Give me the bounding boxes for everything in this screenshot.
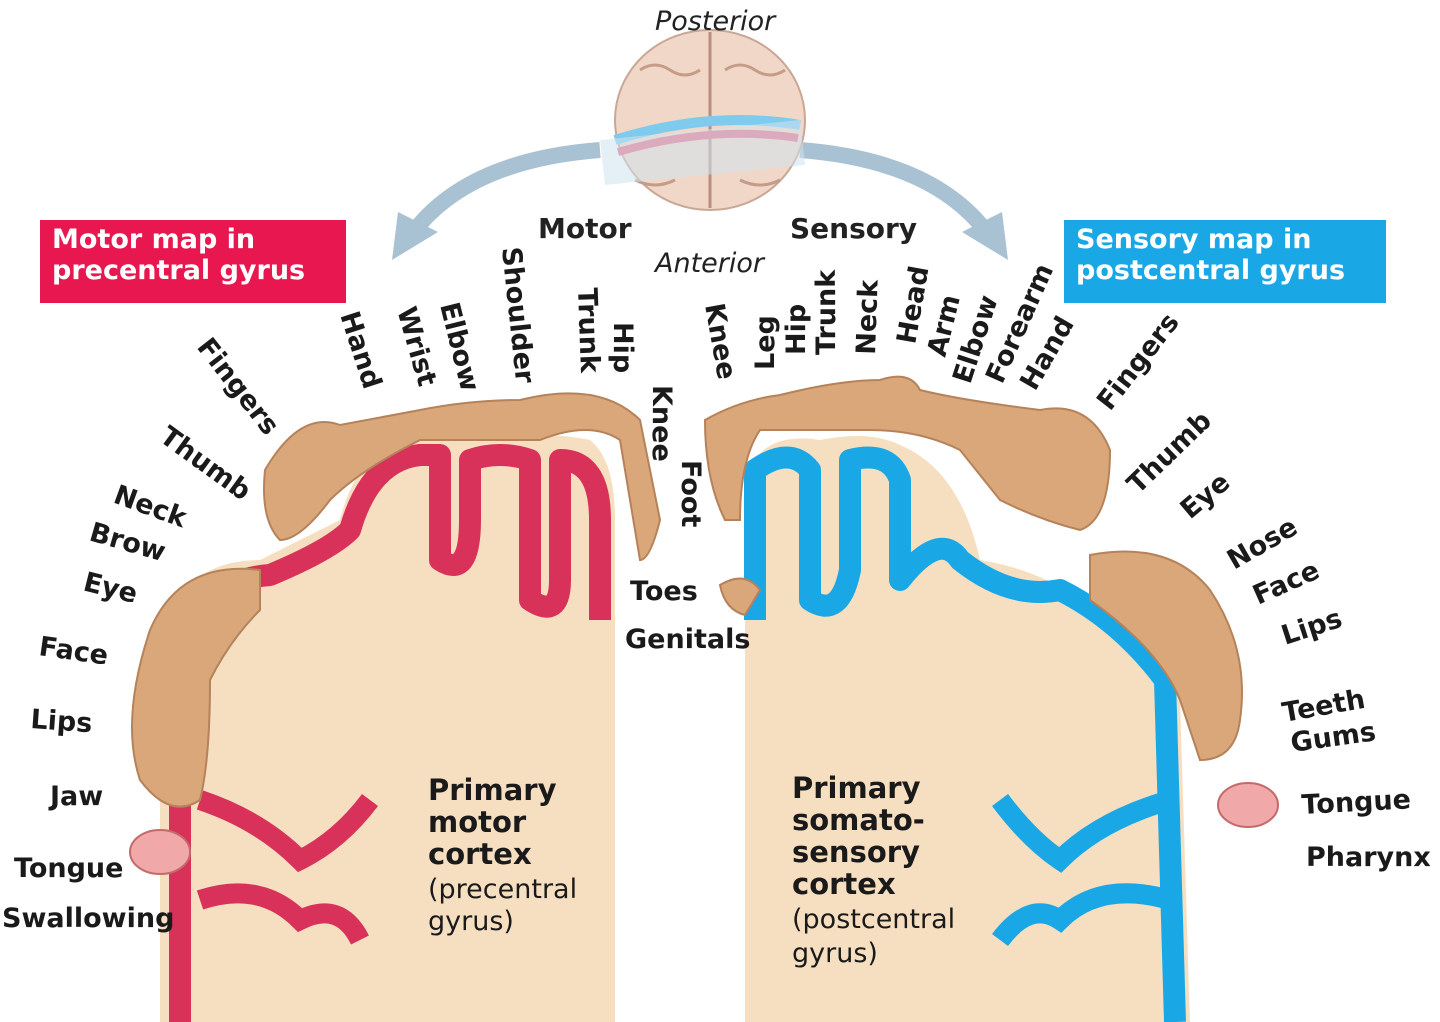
sensory-map-line1: Sensory map in xyxy=(1076,224,1311,255)
sensory-arrow-head xyxy=(962,212,1008,260)
sensory-cortex-label-1: Primary xyxy=(792,771,921,805)
motor-label-face: Face xyxy=(37,631,110,671)
sensory-label-fingers: Fingers xyxy=(1091,307,1186,416)
motor-label-knee: Knee xyxy=(646,385,677,462)
motor-map-line1: Motor map in xyxy=(52,224,255,255)
sensory-cortex-label-5: (postcentral xyxy=(792,904,955,935)
motor-cortex-section xyxy=(160,435,615,1022)
motor-arrow xyxy=(408,142,601,236)
sensory-heading: Sensory xyxy=(790,212,917,245)
anterior-label: Anterior xyxy=(653,248,766,279)
sensory-cortex-label-6: gyrus) xyxy=(792,938,878,969)
motor-label-shoulder: Shoulder xyxy=(495,245,540,385)
motor-cortex-label-3: cortex xyxy=(428,837,532,871)
sensory-label-knee: Knee xyxy=(698,301,742,382)
motor-label-lips: Lips xyxy=(30,704,94,739)
motor-label-swallowing: Swallowing xyxy=(2,903,174,934)
sensory-label-tongue: Tongue xyxy=(1301,784,1412,821)
posterior-label: Posterior xyxy=(655,6,777,37)
sensory-map-line2: postcentral gyrus xyxy=(1076,255,1345,286)
motor-arrow-head xyxy=(392,212,438,260)
sensory-homunculus xyxy=(703,375,1243,762)
motor-cortex-label-1: Primary xyxy=(428,773,557,807)
sensory-label-genitals: Genitals xyxy=(625,624,750,655)
sensory-label-leg: Leg xyxy=(750,315,781,370)
motor-label-thumb: Thumb xyxy=(154,421,257,507)
motor-label-tongue: Tongue xyxy=(14,853,123,884)
motor-map-line2: precentral gyrus xyxy=(52,255,305,286)
sensory-cortex-label-4: cortex xyxy=(792,867,896,901)
sensory-arrow xyxy=(799,142,992,236)
sensory-label-eye: Eye xyxy=(1175,467,1237,526)
motor-label-trunk: Trunk xyxy=(571,287,605,374)
tongue-shapes xyxy=(129,782,1279,875)
motor-label-hand: Hand xyxy=(333,308,387,393)
sensory-label-pharynx: Pharynx xyxy=(1306,842,1431,873)
motor-label-jaw: Jaw xyxy=(48,781,103,812)
sensory-label-trunk: Trunk xyxy=(811,269,842,355)
motor-label-eye: Eye xyxy=(80,567,140,610)
sensory-label-lips: Lips xyxy=(1278,603,1346,652)
sensory-map-box xyxy=(1064,220,1386,303)
motor-label-fingers: Fingers xyxy=(190,332,285,441)
sensory-cortex-label-2: somato- xyxy=(792,803,925,837)
motor-label-toes: Toes xyxy=(630,576,698,607)
brain-top-view xyxy=(600,29,806,211)
sensory-label-face: Face xyxy=(1248,555,1324,612)
motor-heading: Motor xyxy=(538,212,632,245)
sensory-label-hip: Hip xyxy=(781,304,812,355)
motor-homunculus xyxy=(131,392,662,808)
sensory-label-neck: Neck xyxy=(851,278,885,355)
motor-label-hip: Hip xyxy=(607,322,638,373)
sensory-cortex-section xyxy=(744,436,1190,1022)
motor-map-box xyxy=(40,220,346,303)
sensory-cortex-label-3: sensory xyxy=(792,835,920,869)
motor-cortex-label-5: gyrus) xyxy=(428,906,514,937)
motor-label-foot: Foot xyxy=(675,460,706,527)
motor-label-wrist: Wrist xyxy=(390,303,442,389)
motor-cortex-label-2: motor xyxy=(428,805,527,839)
motor-cortex-label-4: (precentral xyxy=(428,874,577,905)
